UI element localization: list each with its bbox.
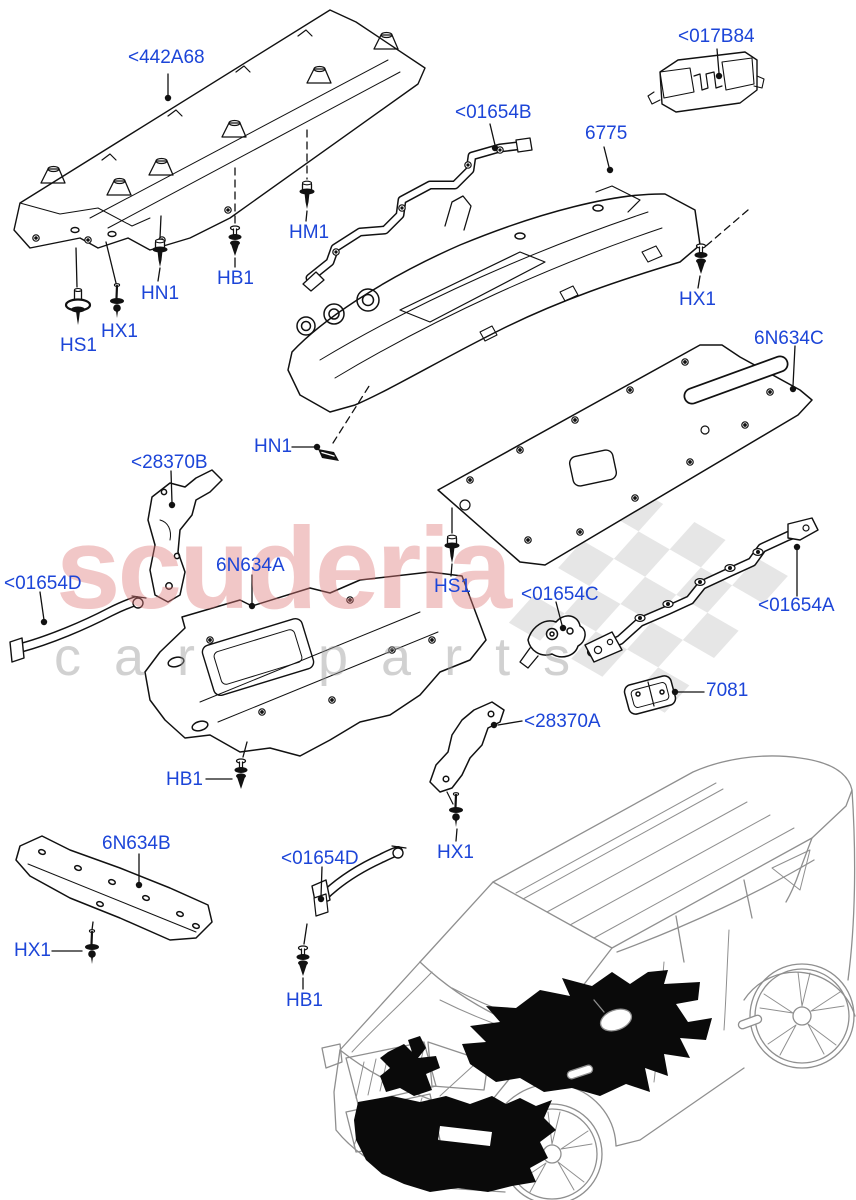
hx1-pin-bottom-right-icon bbox=[447, 791, 465, 829]
part-label-HX1-bottom-right[interactable]: HX1 bbox=[437, 842, 474, 863]
part-label-01654C[interactable]: <01654C bbox=[521, 584, 599, 605]
part-label-HX1-left[interactable]: HX1 bbox=[101, 321, 138, 342]
part-label-HS1-mid[interactable]: HS1 bbox=[434, 576, 471, 597]
hx1-pin-bottom-left-icon bbox=[83, 928, 101, 966]
part-label-28370A[interactable]: <28370A bbox=[524, 711, 601, 732]
part-label-HM1-upper[interactable]: HM1 bbox=[289, 222, 330, 243]
part-28370A-drawing bbox=[429, 701, 505, 805]
fasteners bbox=[64, 180, 709, 977]
leader-lines bbox=[39, 48, 801, 990]
part-label-HB1-mid[interactable]: HB1 bbox=[166, 769, 203, 790]
part-label-28370B[interactable]: <28370B bbox=[131, 452, 208, 473]
part-label-HB1-upper[interactable]: HB1 bbox=[217, 268, 254, 289]
part-location-silhouette bbox=[354, 970, 712, 1192]
hm1-screw-icon bbox=[298, 180, 316, 210]
part-label-7081[interactable]: 7081 bbox=[706, 680, 749, 701]
vehicle-location-illustration bbox=[321, 755, 856, 1200]
part-01654C-drawing bbox=[519, 615, 586, 669]
part-label-HN1-mid[interactable]: HN1 bbox=[254, 436, 293, 457]
hn1-clip-mid-icon bbox=[318, 449, 339, 461]
part-6N634A-drawing bbox=[144, 571, 487, 757]
part-01654D-left-drawing bbox=[9, 595, 147, 663]
hx1-pin-icon bbox=[108, 282, 126, 320]
part-label-01654B[interactable]: <01654B bbox=[455, 102, 532, 123]
hb1-clip-bottom-icon bbox=[295, 945, 311, 977]
part-label-6775[interactable]: 6775 bbox=[585, 123, 628, 144]
part-label-HX1-upper-right[interactable]: HX1 bbox=[679, 289, 716, 310]
part-label-6N634B[interactable]: 6N634B bbox=[102, 833, 171, 854]
part-6N634B-drawing bbox=[15, 835, 213, 941]
part-label-442A68[interactable]: <442A68 bbox=[128, 47, 205, 68]
part-label-HS1-left[interactable]: HS1 bbox=[60, 335, 97, 356]
part-label-HB1-bottom[interactable]: HB1 bbox=[286, 990, 323, 1011]
part-label-HN1-upper[interactable]: HN1 bbox=[141, 283, 180, 304]
hb1-clip-mid-icon bbox=[233, 758, 249, 790]
part-label-HX1-bottom-left[interactable]: HX1 bbox=[14, 940, 51, 961]
part-label-01654D-left[interactable]: <01654D bbox=[4, 573, 82, 594]
part-label-01654A[interactable]: <01654A bbox=[758, 595, 835, 616]
part-017B84-drawing bbox=[647, 51, 765, 113]
part-01654A-drawing bbox=[584, 517, 819, 663]
hn1-screw-icon bbox=[151, 238, 169, 268]
part-28370B-drawing bbox=[147, 469, 223, 603]
part-6775-drawing bbox=[287, 185, 701, 413]
part-label-017B84[interactable]: <017B84 bbox=[678, 26, 755, 47]
part-label-01654D-bottom[interactable]: <01654D bbox=[281, 848, 359, 869]
part-01654B-drawing bbox=[302, 137, 533, 292]
mirror-and-handles bbox=[566, 999, 763, 1080]
hs1-bolt-icon bbox=[64, 287, 92, 327]
part-label-6N634A[interactable]: 6N634A bbox=[216, 555, 285, 576]
hb1-clip-icon bbox=[227, 225, 243, 257]
part-6N634C-drawing bbox=[437, 344, 813, 566]
part-label-6N634C[interactable]: 6N634C bbox=[754, 328, 824, 349]
part-7081-drawing bbox=[623, 675, 677, 715]
part-442A68-drawing bbox=[13, 9, 426, 251]
hs1-screw-icon bbox=[443, 534, 461, 564]
